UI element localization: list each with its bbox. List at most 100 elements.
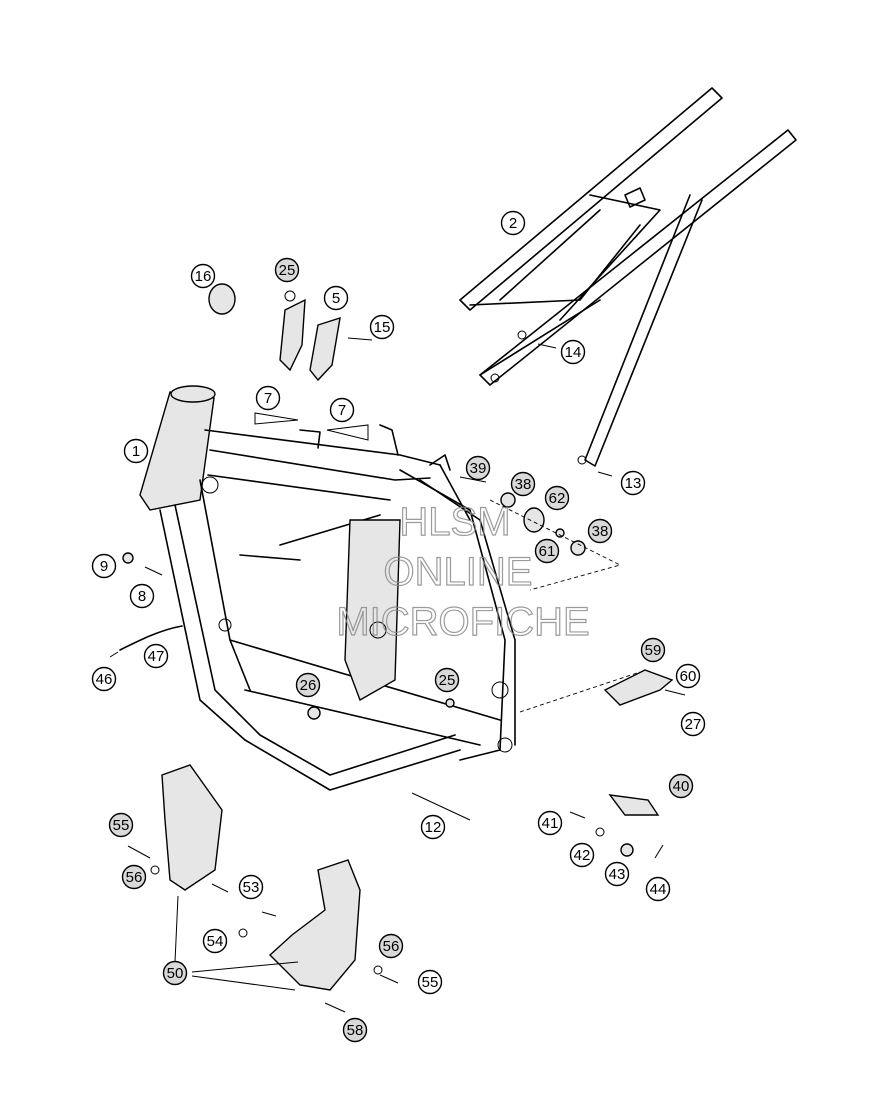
callout-circle	[129, 583, 155, 609]
callout-number: 7	[264, 390, 272, 407]
callout-54: 54	[202, 928, 228, 954]
callout-number: 59	[645, 642, 662, 659]
callout-circle	[274, 257, 300, 283]
watermark-line-2: ONLINE	[384, 550, 533, 594]
callout-number: 26	[300, 677, 317, 694]
watermark-line-3: MICROFICHE	[336, 600, 589, 644]
callout-circle	[640, 637, 666, 663]
callout-13: 13	[620, 470, 646, 496]
callout-12: 12	[420, 814, 446, 840]
callout-circle	[569, 842, 595, 868]
callout-circle	[342, 1017, 368, 1043]
subframe-drawing	[459, 87, 797, 467]
callout-circle	[123, 438, 149, 464]
callout-circle	[143, 643, 169, 669]
callout-circle	[465, 455, 491, 481]
callout-42: 42	[569, 842, 595, 868]
callout-39: 39	[465, 455, 491, 481]
callout-7: 7	[255, 385, 281, 411]
callout-number: 46	[96, 671, 113, 688]
callout-number: 16	[195, 268, 212, 285]
callout-circle	[534, 538, 560, 564]
callout-number: 54	[207, 933, 224, 950]
callout-number: 55	[113, 817, 130, 834]
callout-circle	[121, 864, 147, 890]
callout-14: 14	[560, 339, 586, 365]
watermark: HLSM ONLINE MICROFICHE	[336, 499, 591, 644]
callout-number: 56	[383, 938, 400, 955]
callout-50: 50	[162, 960, 188, 986]
callout-5: 5	[323, 285, 349, 311]
callout-number: 39	[470, 460, 487, 477]
callout-circle	[668, 773, 694, 799]
callout-circle	[255, 385, 281, 411]
callout-number: 50	[167, 965, 184, 982]
callout-number: 14	[565, 344, 582, 361]
callout-38: 38	[587, 518, 613, 544]
callout-55: 55	[108, 812, 134, 838]
callout-8: 8	[129, 583, 155, 609]
callout-27: 27	[680, 711, 706, 737]
callout-number: 38	[592, 523, 609, 540]
callout-circle	[680, 711, 706, 737]
callout-47: 47	[143, 643, 169, 669]
callout-circle	[587, 518, 613, 544]
callout-56: 56	[121, 864, 147, 890]
callout-number: 7	[338, 402, 346, 419]
callout-9: 9	[91, 553, 117, 579]
callout-15: 15	[369, 314, 395, 340]
main-frame-drawing	[139, 385, 516, 791]
callout-25: 25	[274, 257, 300, 283]
callout-circle	[238, 874, 264, 900]
callout-circle	[434, 667, 460, 693]
callout-number: 9	[100, 558, 108, 575]
callout-number: 53	[243, 879, 260, 896]
small-parts-drawing	[109, 283, 686, 1013]
callout-number: 15	[374, 319, 391, 336]
callout-44: 44	[645, 876, 671, 902]
callout-number: 1	[132, 443, 140, 460]
callout-number: 38	[515, 476, 532, 493]
callout-59: 59	[640, 637, 666, 663]
callout-number: 5	[332, 290, 340, 307]
callout-number: 60	[680, 668, 697, 685]
callout-number: 25	[279, 262, 296, 279]
callout-55: 55	[417, 969, 443, 995]
callout-number: 8	[138, 588, 146, 605]
callout-number: 55	[422, 974, 439, 991]
callout-58: 58	[342, 1017, 368, 1043]
callout-7: 7	[329, 397, 355, 423]
callout-circle	[675, 663, 701, 689]
callout-circle	[202, 928, 228, 954]
callout-number: 13	[625, 475, 642, 492]
callout-number: 43	[609, 866, 626, 883]
callout-circle	[91, 666, 117, 692]
callout-circle	[544, 485, 570, 511]
callout-56: 56	[378, 933, 404, 959]
callout-number: 44	[650, 881, 667, 898]
callout-number: 42	[574, 847, 591, 864]
callout-circle	[108, 812, 134, 838]
callout-circle	[295, 672, 321, 698]
callout-circle	[378, 933, 404, 959]
callout-circle	[329, 397, 355, 423]
callout-circle	[417, 969, 443, 995]
callout-number: 40	[673, 778, 690, 795]
callout-46: 46	[91, 666, 117, 692]
callout-circle	[190, 263, 216, 289]
callout-number: 12	[425, 819, 442, 836]
callout-circle	[500, 210, 526, 236]
callout-number: 62	[549, 490, 566, 507]
callout-1: 1	[123, 438, 149, 464]
callout-number: 61	[539, 543, 556, 560]
callout-circle	[604, 861, 630, 887]
callout-number: 2	[509, 215, 517, 232]
callout-62: 62	[544, 485, 570, 511]
callout-53: 53	[238, 874, 264, 900]
callout-circle	[420, 814, 446, 840]
callout-25: 25	[434, 667, 460, 693]
callout-number: 56	[126, 869, 143, 886]
callout-circle	[645, 876, 671, 902]
callout-61: 61	[534, 538, 560, 564]
